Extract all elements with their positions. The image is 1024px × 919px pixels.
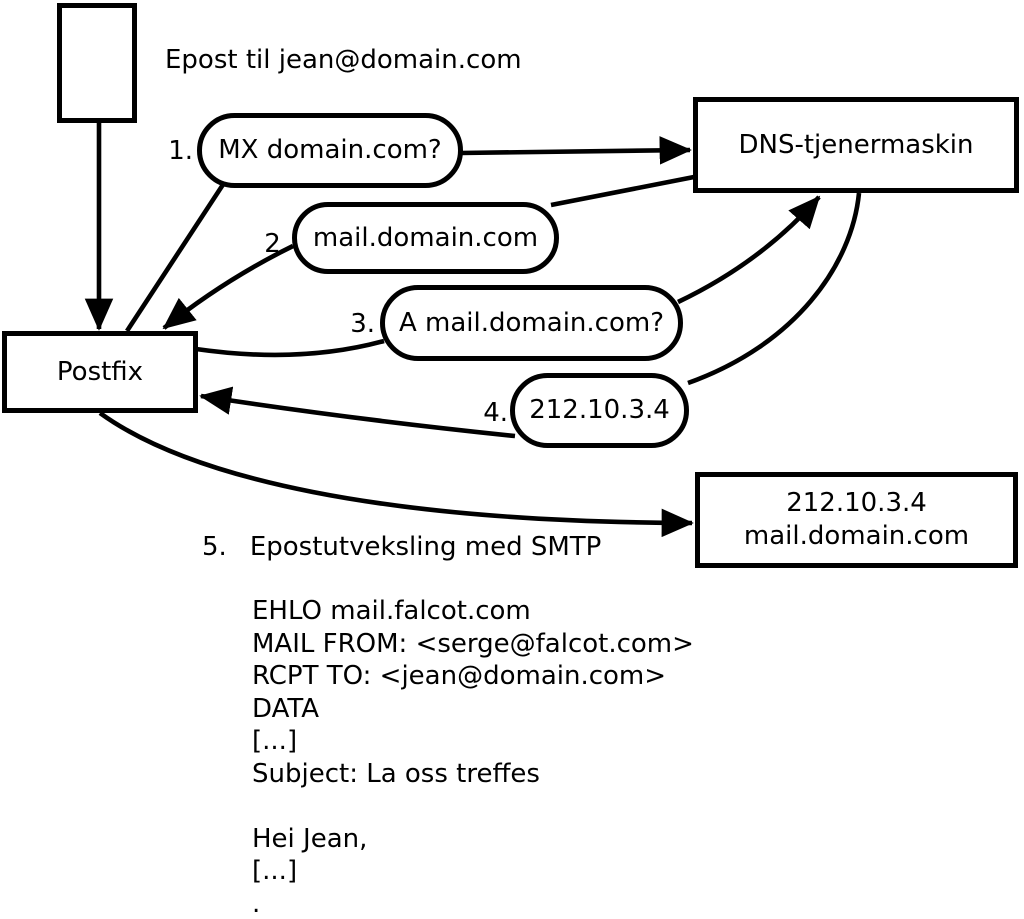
arrow-mx-answer-to-postfix: [162, 243, 295, 330]
step-1-label: MX domain.com?: [218, 135, 442, 165]
diagram-title: Epost til jean@domain.com: [165, 45, 522, 75]
mail-server-ip: 212.10.3.4: [786, 488, 927, 518]
arrow-mx-query-to-dns: [459, 136, 692, 165]
step-4-label: 212.10.3.4: [529, 395, 670, 425]
arrow-a-query-to-dns: [677, 195, 821, 305]
step-3-a-query-pill: A mail.domain.com?: [380, 285, 683, 361]
step-1-mx-query-pill: MX domain.com?: [197, 113, 463, 188]
line-dns-to-mx-answer: [550, 174, 695, 208]
step-4-number: 4.: [483, 398, 508, 428]
arrow-smtp-to-mailserver: [98, 411, 694, 538]
step-3-label: A mail.domain.com?: [399, 307, 664, 338]
mail-server-node: 212.10.3.4 mail.domain.com: [695, 472, 1018, 568]
step-2-mx-answer-pill: mail.domain.com: [292, 202, 559, 274]
step-1-number: 1.: [168, 136, 193, 166]
step-4-a-answer-pill: 212.10.3.4: [510, 373, 689, 448]
step-5-number: 5.: [202, 532, 227, 562]
smtp-session-transcript: EHLO mail.falcot.com MAIL FROM: <serge@f…: [252, 596, 694, 919]
postfix-node: Postfix: [2, 331, 198, 413]
line-dns-to-a-answer: [687, 192, 862, 386]
step-5-caption: 5. Epostutveksling med SMTP: [202, 531, 601, 564]
arrow-a-answer-to-postfix: [199, 386, 516, 439]
step-3-number: 3.: [350, 309, 375, 339]
step-2-number: 2.: [264, 229, 289, 259]
postfix-node-label: Postfix: [56, 356, 144, 387]
dns-server-node: DNS-tjenermaskin: [693, 97, 1019, 193]
step-5-label: Epostutveksling med SMTP: [249, 532, 602, 562]
line-postfix-to-mx-query: [125, 178, 228, 333]
line-postfix-to-a-query: [195, 338, 385, 358]
email-envelope-box: [57, 3, 137, 123]
dns-server-node-label: DNS-tjenermaskin: [738, 129, 974, 160]
mail-server-host: mail.domain.com: [743, 521, 970, 551]
step-2-label: mail.domain.com: [312, 222, 539, 253]
